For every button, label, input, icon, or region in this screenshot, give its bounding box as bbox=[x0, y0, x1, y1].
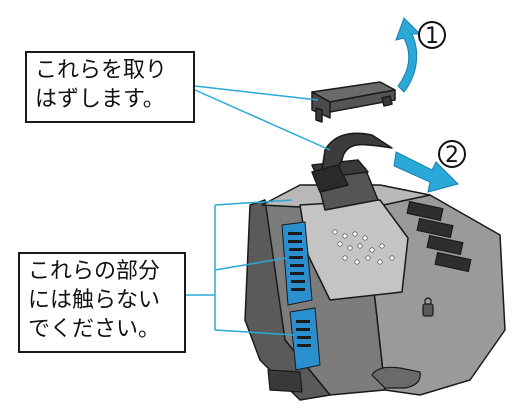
remove-callout-line-1: これらを取り bbox=[35, 58, 168, 83]
perforation-dots bbox=[332, 229, 395, 265]
tape-tab bbox=[311, 164, 349, 193]
dot bbox=[342, 255, 348, 261]
dot bbox=[362, 235, 368, 241]
step-1-label: 1 bbox=[418, 21, 446, 49]
base-foot bbox=[267, 369, 303, 393]
removed-cap bbox=[311, 81, 396, 123]
dot bbox=[379, 243, 385, 249]
remove-callout-line-2: はずします。 bbox=[35, 87, 165, 112]
dot bbox=[354, 259, 360, 265]
dot bbox=[357, 243, 363, 249]
ink-slot bbox=[406, 200, 444, 222]
ink-slot bbox=[434, 251, 472, 273]
do-not-touch-callout: これらの部分 には触らない でください。 bbox=[18, 252, 186, 353]
cap-leg-left bbox=[315, 107, 323, 123]
leader-lines-top bbox=[194, 85, 331, 151]
housing-left-panel bbox=[244, 199, 331, 401]
dot bbox=[332, 229, 338, 235]
step-2-label: 2 bbox=[438, 140, 466, 168]
dot bbox=[337, 241, 343, 247]
do-not-touch-line-2: には触らない bbox=[28, 288, 161, 313]
do-not-touch-line-1: これらの部分 bbox=[28, 259, 161, 284]
bottom-tab bbox=[371, 366, 421, 389]
print-head-body bbox=[244, 159, 506, 401]
ink-slot bbox=[426, 234, 464, 256]
leader-lines-bottom bbox=[186, 199, 295, 336]
cap-leg-right bbox=[381, 95, 393, 107]
dot bbox=[342, 233, 348, 239]
ink-slots bbox=[406, 200, 472, 273]
curved-up-arrow-icon bbox=[395, 17, 422, 93]
cap-front bbox=[329, 89, 396, 113]
contact-area bbox=[281, 221, 321, 371]
dot bbox=[347, 245, 353, 251]
dot bbox=[352, 231, 358, 237]
do-not-touch-line-3: でください。 bbox=[28, 317, 161, 342]
right-arrow-icon bbox=[393, 151, 459, 193]
dot bbox=[389, 255, 395, 261]
ink-slot bbox=[416, 217, 454, 239]
dot bbox=[365, 255, 371, 261]
remove-callout: これらを取り はずします。 bbox=[25, 51, 195, 123]
dot bbox=[369, 247, 375, 253]
lock-icon bbox=[422, 297, 434, 317]
dot bbox=[377, 259, 383, 265]
tape-strip bbox=[321, 132, 393, 171]
protective-tape bbox=[311, 132, 393, 193]
